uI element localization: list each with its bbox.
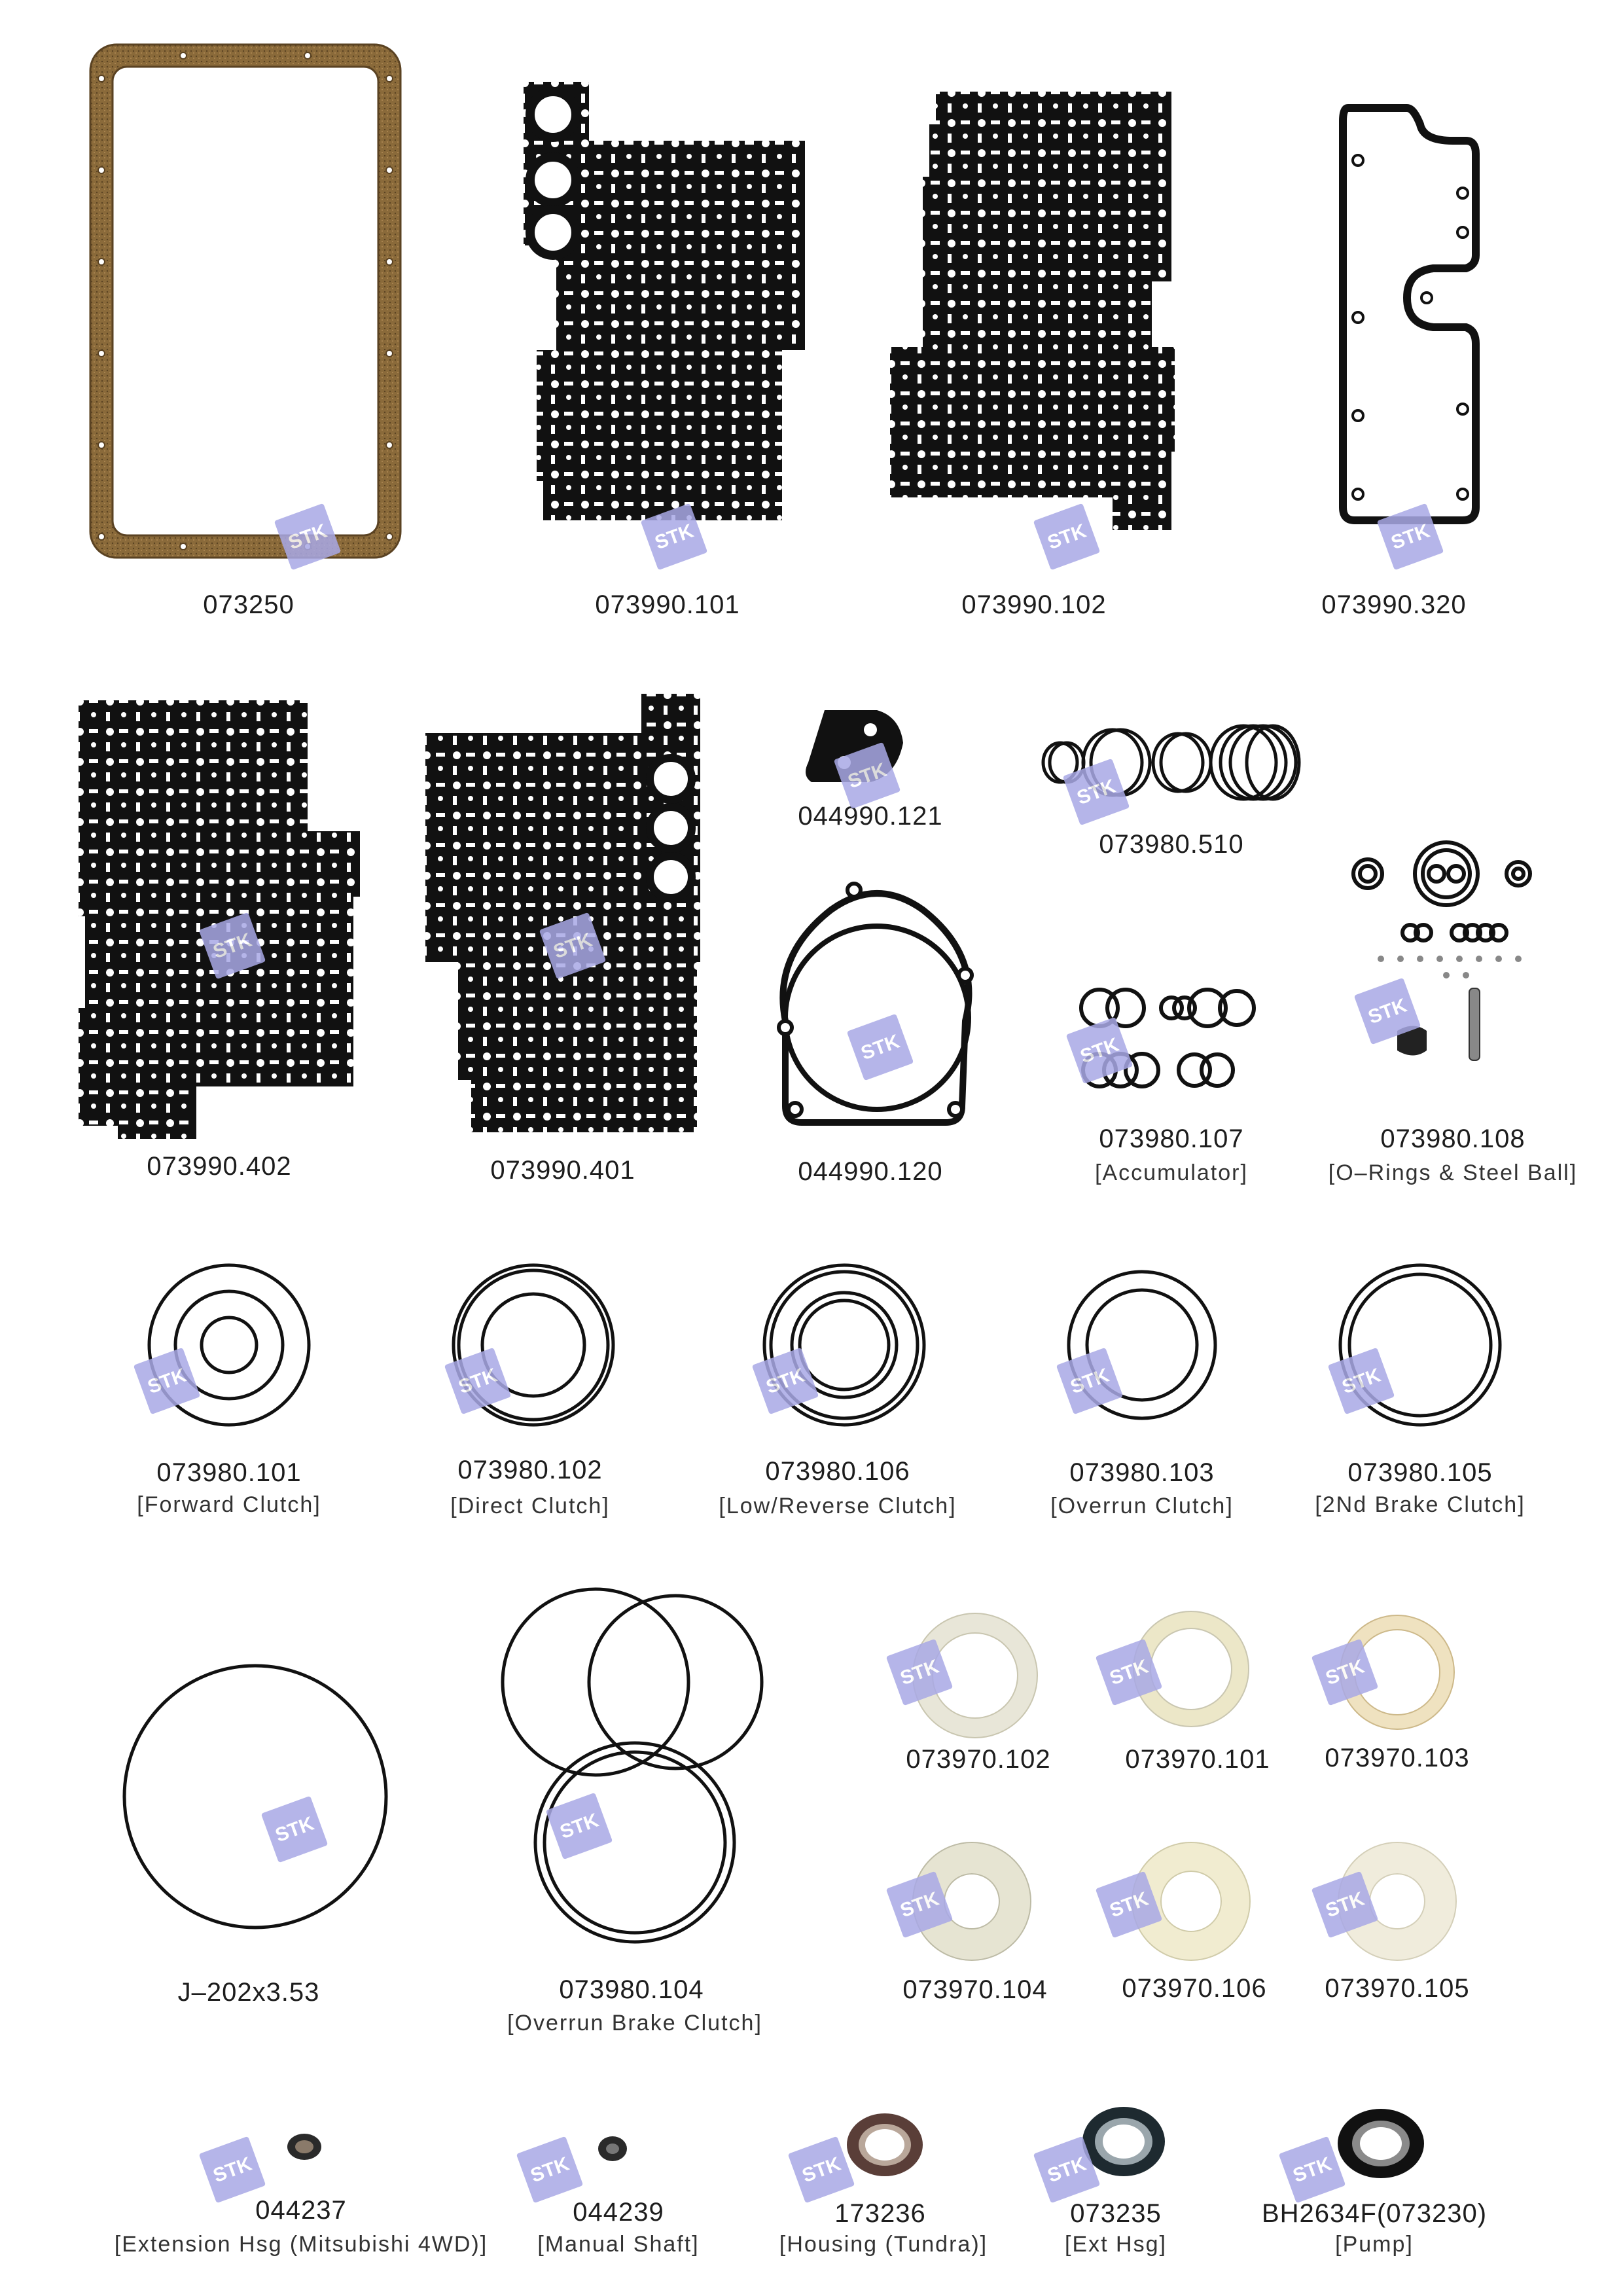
valve-body-gasket-image: [883, 85, 1185, 537]
oil-seal-image: [1080, 2104, 1168, 2179]
part-code: 073990.102: [961, 590, 1107, 619]
stk-watermark-logo: [533, 906, 612, 985]
stk-watermark-logo: [787, 2136, 855, 2204]
direct-clutch-rings-image: [448, 1260, 618, 1430]
stk-watermark-logo: [1054, 1345, 1126, 1417]
stk-watermark-logo: [442, 1345, 514, 1417]
o-rings-steel-ball-image: [1348, 840, 1544, 1077]
stk-watermark-logo: [193, 906, 272, 985]
gasket-image: [766, 877, 988, 1132]
part-code: 073980.107: [1099, 1124, 1244, 1153]
stk-watermark-logo: [268, 497, 347, 576]
part-description: [O–Rings & Steel Ball]: [1328, 1160, 1578, 1185]
part-code: 073970.106: [1122, 1974, 1267, 2003]
stk-watermark-logo: [516, 2136, 584, 2204]
part-code: BH2634F(073230): [1261, 2199, 1488, 2228]
part-code: 073970.104: [902, 1975, 1048, 2004]
part-description: [Ext Hsg]: [1065, 2232, 1167, 2257]
stk-watermark-logo: [1278, 2136, 1346, 2204]
valve-body-gasket-image: [419, 687, 707, 1139]
stk-watermark-logo: [1371, 497, 1450, 576]
part-code: 073970.105: [1325, 1974, 1470, 2003]
part-code: 073970.102: [906, 1745, 1051, 1774]
stk-watermark-logo: [543, 1790, 615, 1862]
overrun-brake-clutch-rings-image: [501, 1584, 766, 1944]
stk-watermark-logo: [1060, 756, 1132, 828]
overrun-clutch-rings-image: [1063, 1266, 1221, 1424]
stk-watermark-logo: [1311, 1871, 1379, 1939]
part-description: [Forward Clutch]: [137, 1492, 321, 1517]
part-code: 073990.401: [490, 1156, 635, 1185]
part-code: 073970.101: [1125, 1745, 1270, 1774]
part-description: [Accumulator]: [1095, 1160, 1248, 1185]
stk-watermark-logo: [885, 1638, 954, 1706]
stk-watermark-logo: [1063, 1014, 1135, 1086]
stk-watermark-logo: [1311, 1638, 1379, 1706]
part-code: 073980.102: [457, 1456, 603, 1484]
stk-watermark-logo: [635, 497, 713, 576]
oil-seal-image: [285, 2132, 324, 2162]
part-code: 073980.101: [156, 1458, 302, 1487]
part-description: [Manual Shaft]: [537, 2232, 700, 2257]
o-ring-image: [121, 1662, 389, 1931]
stk-watermark-logo: [131, 1345, 203, 1417]
stk-watermark-logo: [1351, 975, 1423, 1047]
part-description: [Low/Reverse Clutch]: [719, 1494, 957, 1518]
part-description: [Direct Clutch]: [450, 1494, 610, 1518]
part-code: 073980.108: [1380, 1124, 1525, 1153]
stk-watermark-logo: [885, 1871, 954, 1939]
part-description: [Extension Hsg (Mitsubishi 4WD)]: [114, 2232, 488, 2257]
part-code: J–202x3.53: [177, 1978, 320, 2007]
part-description: [Overrun Brake Clutch]: [507, 2011, 762, 2036]
part-code: 044239: [573, 2198, 664, 2227]
valve-cover-gasket-image: [1335, 101, 1486, 527]
stk-watermark-logo: [1027, 497, 1106, 576]
low-reverse-clutch-rings-image: [759, 1260, 929, 1430]
stk-watermark-logo: [1325, 1345, 1397, 1417]
part-description: [Pump]: [1335, 2232, 1414, 2257]
part-code: 073235: [1070, 2199, 1162, 2228]
valve-body-gasket-image: [72, 694, 366, 1145]
stk-watermark-logo: [831, 740, 903, 812]
part-code: 044990.121: [798, 802, 943, 831]
part-code: 073990.101: [595, 590, 740, 619]
stk-watermark-logo: [749, 1345, 821, 1417]
stk-watermark-logo: [1095, 1638, 1163, 1706]
part-code: 073990.402: [147, 1152, 292, 1181]
2nd-brake-clutch-rings-image: [1335, 1260, 1505, 1430]
cork-pan-gasket-image: [85, 39, 406, 563]
part-code: 073990.320: [1321, 590, 1467, 619]
part-description: [Housing (Tundra)]: [779, 2232, 988, 2257]
part-code: 073980.106: [765, 1457, 910, 1486]
stk-watermark-logo: [844, 1011, 916, 1083]
part-code: 044990.120: [798, 1157, 943, 1186]
part-code: 073970.103: [1325, 1744, 1470, 1772]
part-description: [Overrun Clutch]: [1050, 1494, 1234, 1518]
stk-watermark-logo: [259, 1793, 330, 1865]
part-code: 073980.105: [1347, 1458, 1493, 1487]
valve-body-gasket-image: [517, 75, 812, 527]
oil-seal-image: [844, 2111, 926, 2179]
part-code: 044237: [255, 2196, 347, 2225]
oil-seal-image: [597, 2135, 628, 2162]
oil-seal-image: [1335, 2106, 1427, 2181]
forward-clutch-rings-image: [144, 1260, 314, 1430]
part-code: 073250: [203, 590, 294, 619]
part-code: 173236: [834, 2199, 926, 2228]
stk-watermark-logo: [1095, 1871, 1163, 1939]
part-description: [2Nd Brake Clutch]: [1315, 1492, 1525, 1517]
part-code: 073980.104: [559, 1975, 704, 2004]
stk-watermark-logo: [198, 2136, 266, 2204]
part-code: 073980.103: [1069, 1458, 1215, 1487]
stk-watermark-logo: [1033, 2136, 1101, 2204]
part-code: 073980.510: [1099, 830, 1244, 859]
